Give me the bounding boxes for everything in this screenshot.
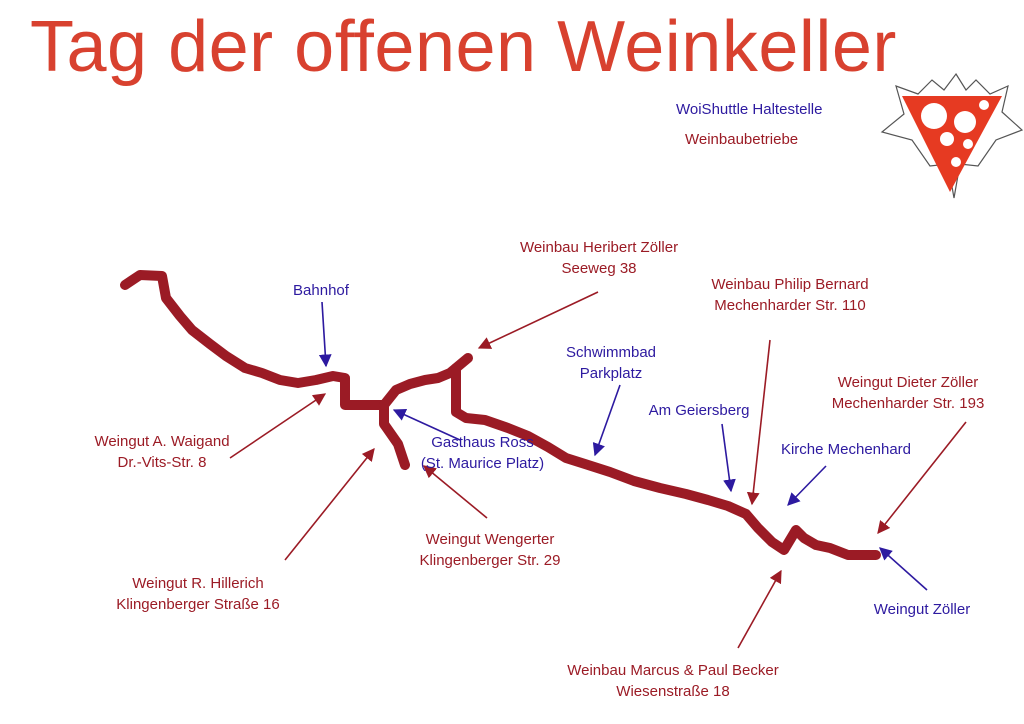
stop-am-geiersberg: Am Geiersberg xyxy=(636,400,762,421)
stop-schwimmbad-name: Schwimmbad xyxy=(565,344,657,361)
arrow-weingut-zoeller xyxy=(879,547,928,591)
winery-hillerich-name: Weingut R. Hillerich xyxy=(132,575,264,592)
arrow-dieter xyxy=(877,421,967,535)
grape-leaf-logo-icon xyxy=(880,72,1024,199)
winery-philip-address: Mechenharder Str. 110 xyxy=(714,297,866,314)
winery-wengerter: Weingut Wengerter Klingenberger Str. 29 xyxy=(400,529,580,571)
winery-dieter-name: Weingut Dieter Zöller xyxy=(837,374,979,391)
legend-winery: Weinbaubetriebe xyxy=(685,131,799,148)
stop-geiersberg-label: Am Geiersberg xyxy=(648,402,750,419)
arrow-gasthaus xyxy=(392,408,461,441)
stop-kirche-mechenhard: Kirche Mechenhard xyxy=(764,439,928,460)
stop-gasthaus-place: (St. Maurice Platz) xyxy=(420,455,545,472)
arrow-kirche xyxy=(787,465,827,506)
winery-philip-bernard: Weinbau Philip Bernard Mechenharder Str.… xyxy=(686,274,894,316)
winery-becker: Weinbau Marcus & Paul Becker Wiesenstraß… xyxy=(538,660,808,702)
page-title: Tag der offenen Weinkeller xyxy=(30,7,897,87)
arrow-bahnhof xyxy=(318,301,332,368)
winery-waigand: Weingut A. Waigand Dr.-Vits-Str. 8 xyxy=(72,431,252,473)
winery-heribert-zoeller: Weinbau Heribert Zöller Seeweg 38 xyxy=(494,237,704,279)
winery-heribert-name: Weinbau Heribert Zöller xyxy=(519,239,679,256)
winery-dieter-address: Mechenharder Str. 193 xyxy=(831,395,985,412)
winery-philip-name: Weinbau Philip Bernard xyxy=(711,276,869,293)
arrow-wengerter xyxy=(423,465,488,519)
winery-hillerich: Weingut R. Hillerich Klingenberger Straß… xyxy=(92,573,304,615)
stop-weingut-zoeller: Weingut Zöller xyxy=(858,599,986,620)
winery-wengerter-name: Weingut Wengerter xyxy=(425,531,555,548)
winery-waigand-name: Weingut A. Waigand xyxy=(94,433,230,450)
stop-gasthaus-name: Gasthaus Ross xyxy=(431,434,534,451)
arrow-becker xyxy=(737,569,782,649)
arrow-waigand xyxy=(229,393,327,459)
winery-heribert-address: Seeweg 38 xyxy=(561,260,637,277)
arrow-philip xyxy=(746,339,771,506)
shuttle-route xyxy=(120,270,881,560)
winery-becker-address: Wiesenstraße 18 xyxy=(616,683,730,700)
arrow-heribert xyxy=(477,291,599,349)
arrow-geiersberg xyxy=(721,423,736,493)
route-west-segment xyxy=(120,270,389,410)
winery-becker-name: Weinbau Marcus & Paul Becker xyxy=(567,662,779,679)
stop-kirche-label: Kirche Mechenhard xyxy=(780,441,912,458)
stop-schwimmbad: Schwimmbad Parkplatz xyxy=(556,342,666,384)
stop-zoeller-label: Weingut Zöller xyxy=(873,601,971,618)
arrow-hillerich xyxy=(284,448,375,561)
stop-schwimmbad-place: Parkplatz xyxy=(579,365,643,382)
winery-waigand-address: Dr.-Vits-Str. 8 xyxy=(117,454,207,471)
route-east-segment xyxy=(451,363,881,560)
winery-wengerter-address: Klingenberger Str. 29 xyxy=(419,552,561,569)
winery-hillerich-address: Klingenberger Straße 16 xyxy=(116,596,280,613)
winery-dieter-zoeller: Weingut Dieter Zöller Mechenharder Str. … xyxy=(808,372,1008,414)
legend-shuttle-stop: WoiShuttle Haltestelle xyxy=(676,101,823,118)
stop-bahnhof-label: Bahnhof xyxy=(293,282,349,299)
route-south-branch xyxy=(379,400,410,470)
stop-gasthaus-ross: Gasthaus Ross (St. Maurice Platz) xyxy=(405,432,560,474)
stop-bahnhof: Bahnhof xyxy=(279,280,363,301)
arrow-schwimmbad xyxy=(592,384,621,457)
